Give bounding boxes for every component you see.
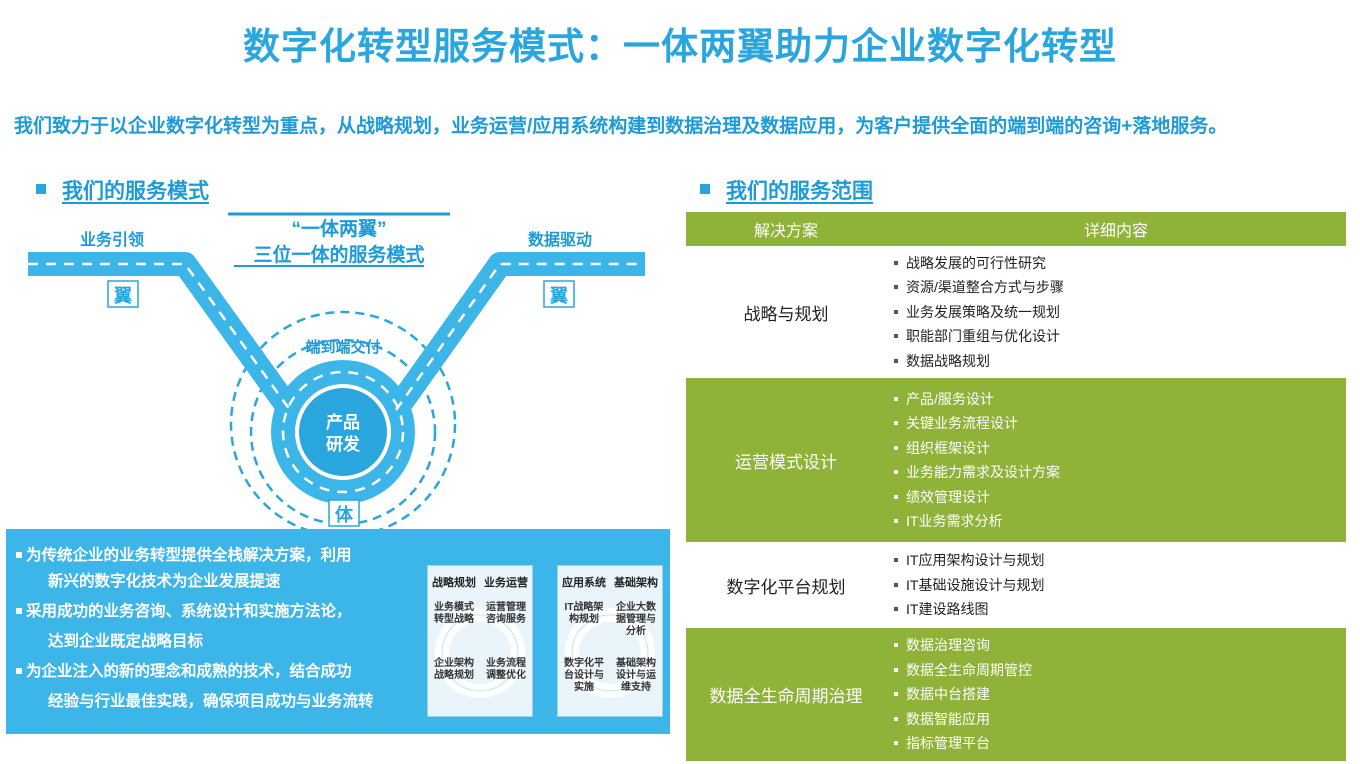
detail-item: IT基础设施设计与规划	[894, 573, 1345, 598]
card2-head-left: 应用系统	[562, 577, 606, 589]
table-row: 运营模式设计 产品/服务设计 关键业务流程设计 组织框架设计 业务能力需求及设计…	[686, 376, 1346, 543]
right-wing-char: 翼	[550, 286, 568, 306]
body-char: 体	[335, 505, 353, 525]
table-row: 战略与规划 战略发展的可行性研究 资源/渠道整合方式与步骤 业务发展策略及统一规…	[686, 246, 1346, 377]
card1-br: 业务流程调整优化	[486, 658, 526, 681]
card2-br: 基础架构设计与运维支持	[616, 658, 656, 693]
right-wing-label: 数据驱动	[528, 232, 593, 249]
detail-item: 指标管理平台	[894, 731, 1345, 756]
detail-item: 职能部门重组与优化设计	[894, 324, 1345, 349]
bullet-3b: 经验与行业最佳实践，确保项目成功与业务流转	[48, 693, 374, 710]
col-detail-header: 详细内容	[886, 212, 1346, 247]
core-line2: 研发	[326, 435, 360, 454]
strategy-operation-card: 战略规划 业务运营 业务模式转型战略 运营管理咨询服务 企业架构战略规划 业务流…	[427, 565, 533, 717]
detail-item: 产品/服务设计	[894, 387, 1345, 412]
detail-item: 业务能力需求及设计方案	[894, 460, 1345, 485]
bullet-1b: 新兴的数字化技术为企业发展提速	[48, 573, 281, 590]
detail-item: 数据治理咨询	[894, 633, 1345, 658]
left-wing-label: 业务引领	[80, 232, 145, 249]
detail-item: 数据战略规划	[894, 349, 1345, 374]
table-row: 数字化平台规划 IT应用架构设计与规划 IT基础设施设计与规划 IT建设路线图	[686, 542, 1346, 627]
service-model-heading: 我们的服务模式	[62, 180, 209, 203]
detail-item: 数据中台搭建	[894, 682, 1345, 707]
detail-item: IT建设路线图	[894, 597, 1345, 622]
application-infrastructure-card: 应用系统 基础架构 IT战略架构规划 企业大数据管理与分析 数字化平台设计与实施…	[557, 565, 663, 717]
detail-item: 数据全生命周期管控	[894, 658, 1345, 683]
bullet-2a: 采用成功的业务咨询、系统设计和实施方法论，	[16, 599, 352, 625]
detail-cell: IT应用架构设计与规划 IT基础设施设计与规划 IT建设路线图	[886, 542, 1346, 627]
detail-cell: 产品/服务设计 关键业务流程设计 组织框架设计 业务能力需求及设计方案 绩效管理…	[886, 376, 1346, 543]
detail-item: 组织框架设计	[894, 436, 1345, 461]
detail-item: IT应用架构设计与规划	[894, 548, 1345, 573]
card1-cycle-icon	[435, 608, 525, 698]
one-body-two-wings-diagram	[28, 212, 645, 530]
detail-item: IT业务需求分析	[894, 509, 1345, 534]
section-bullet-icon	[700, 184, 710, 194]
card1-tr: 运营管理咨询服务	[486, 602, 526, 625]
bullet-1a: 为传统企业的业务转型提供全栈解决方案，利用	[16, 543, 352, 569]
service-scope-table: 解决方案 详细内容 战略与规划 战略发展的可行性研究 资源/渠道整合方式与步骤 …	[686, 212, 1346, 761]
detail-item: 战略发展的可行性研究	[894, 251, 1345, 276]
detail-cell: 数据治理咨询 数据全生命周期管控 数据中台搭建 数据智能应用 指标管理平台	[886, 626, 1346, 761]
detail-item: 关键业务流程设计	[894, 411, 1345, 436]
bullet-2b: 达到企业既定战略目标	[48, 633, 204, 650]
solution-cell: 数据全生命周期治理	[686, 626, 886, 761]
left-wing-char: 翼	[114, 286, 132, 306]
card2-tl: IT战略架构规划	[564, 602, 604, 625]
ring-label: 端到端交付	[305, 339, 381, 356]
slogan-line1: “一体两翼”	[291, 219, 387, 240]
bullet-3a: 为企业注入的新的理念和成熟的技术，结合成功	[16, 659, 352, 685]
page-title: 数字化转型服务模式：一体两翼助力企业数字化转型	[243, 26, 1117, 67]
card2-bl: 数字化平台设计与实施	[564, 658, 604, 693]
card1-head-right: 业务运营	[484, 577, 528, 589]
intro-text: 我们致力于以企业数字化转型为重点，从战略规划，业务运营/应用系统构建到数据治理及…	[14, 116, 1228, 137]
detail-item: 业务发展策略及统一规划	[894, 300, 1345, 325]
service-scope-heading: 我们的服务范围	[726, 180, 873, 203]
detail-item: 资源/渠道整合方式与步骤	[894, 275, 1345, 300]
table-row: 数据全生命周期治理 数据治理咨询 数据全生命周期管控 数据中台搭建 数据智能应用…	[686, 626, 1346, 761]
detail-cell: 战略发展的可行性研究 资源/渠道整合方式与步骤 业务发展策略及统一规划 职能部门…	[886, 246, 1346, 377]
solution-cell: 运营模式设计	[686, 376, 886, 543]
card2-head-right: 基础架构	[614, 577, 658, 589]
slogan-line2: 三位一体的服务模式	[253, 245, 425, 266]
card1-tl: 业务模式转型战略	[434, 602, 474, 625]
solution-cell: 数字化平台规划	[686, 542, 886, 627]
card1-head-left: 战略规划	[432, 577, 476, 589]
core-line1: 产品	[326, 413, 360, 432]
detail-item: 数据智能应用	[894, 707, 1345, 732]
card2-tr: 企业大数据管理与分析	[616, 602, 656, 637]
solution-cell: 战略与规划	[686, 246, 886, 377]
section-bullet-icon	[36, 184, 46, 194]
detail-item: 绩效管理设计	[894, 485, 1345, 510]
card1-bl: 企业架构战略规划	[434, 658, 474, 681]
col-solution-header: 解决方案	[686, 212, 886, 247]
card2-cycle-icon	[565, 608, 655, 698]
